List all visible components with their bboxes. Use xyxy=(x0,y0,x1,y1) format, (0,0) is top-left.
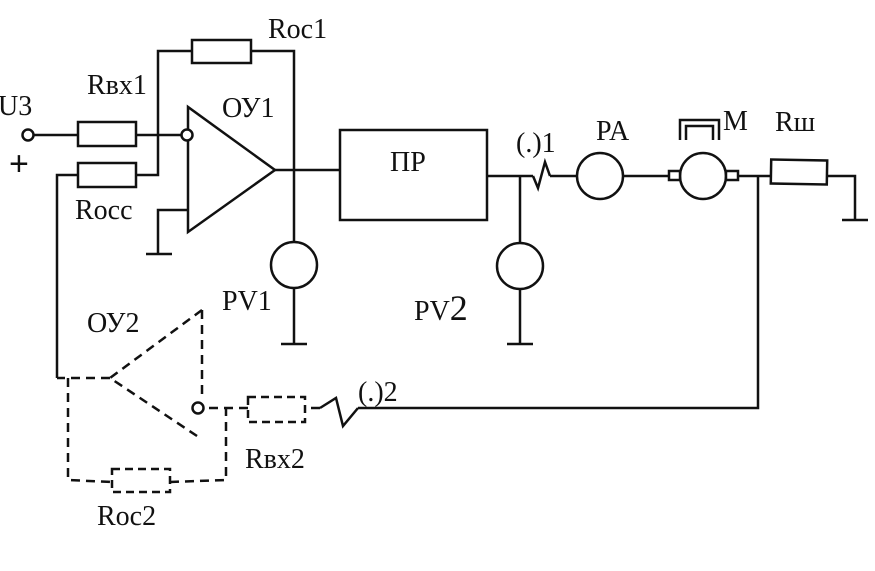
dashed-wires xyxy=(57,308,320,484)
label-roc2: Roc2 xyxy=(97,501,156,532)
wire-roc1-left xyxy=(156,49,192,135)
ammeter-pa xyxy=(575,151,625,201)
label-u3: U3 xyxy=(0,91,32,122)
label-rsh: Rш xyxy=(775,107,816,138)
input-terminal xyxy=(21,128,35,142)
resistor-rvx1 xyxy=(76,120,138,148)
break-point-1 xyxy=(531,157,552,192)
voltmeter-pv1 xyxy=(269,240,319,290)
motor-brush-right xyxy=(724,169,740,182)
label-rvx2: Rвх2 xyxy=(245,444,305,475)
label-pr: ПР xyxy=(390,147,426,178)
wire-oy1-ground xyxy=(156,208,188,254)
resistor-roc2 xyxy=(110,467,172,494)
break-point-2 xyxy=(319,396,359,429)
label-pv2-prefix: PV xyxy=(414,296,450,327)
oy2-triangle-edges xyxy=(107,308,203,440)
wire-rocc-right xyxy=(136,135,160,177)
wires xyxy=(33,49,868,429)
label-oy1: ОУ1 xyxy=(222,93,274,124)
block-pr xyxy=(338,128,489,222)
wire-rocc-left xyxy=(55,173,78,378)
resistor-rsh xyxy=(769,158,829,186)
oy1-inverting-input xyxy=(180,128,194,142)
label-pa: PA xyxy=(596,116,630,147)
motor-field-winding-inner xyxy=(684,124,715,140)
label-roc1: Roc1 xyxy=(268,14,327,45)
label-pv2-suffix: 2 xyxy=(450,288,468,328)
label-rocc: Rocc xyxy=(75,195,133,226)
voltmeter-pv2 xyxy=(495,241,545,291)
resistor-roc1 xyxy=(190,38,253,65)
label-pv1: PV1 xyxy=(222,286,272,317)
dashed-wire-roc2-left xyxy=(66,378,113,484)
motor-body xyxy=(678,151,728,201)
motor-field-winding xyxy=(678,118,721,140)
label-m: M xyxy=(723,106,748,137)
label-oy2: ОУ2 xyxy=(87,308,139,339)
resistor-rocc xyxy=(76,161,138,189)
motor-m xyxy=(667,118,740,201)
label-pv2: PV2 xyxy=(414,288,468,328)
motor-brush-left xyxy=(667,169,682,182)
wire-feedback xyxy=(358,176,760,410)
wire-roc1-right xyxy=(251,49,296,242)
label-rvx1: Rвх1 xyxy=(87,70,147,101)
wire-rsh-ground xyxy=(827,174,857,220)
oy2-input-terminal xyxy=(191,401,205,415)
label-plus: + xyxy=(9,145,29,183)
dashed-wire-roc2-right xyxy=(169,408,228,484)
resistor-rvx2 xyxy=(246,395,307,424)
label-point2: (.)2 xyxy=(358,377,398,408)
label-point1: (.)1 xyxy=(516,128,556,159)
opamp-oy1 xyxy=(186,104,278,235)
